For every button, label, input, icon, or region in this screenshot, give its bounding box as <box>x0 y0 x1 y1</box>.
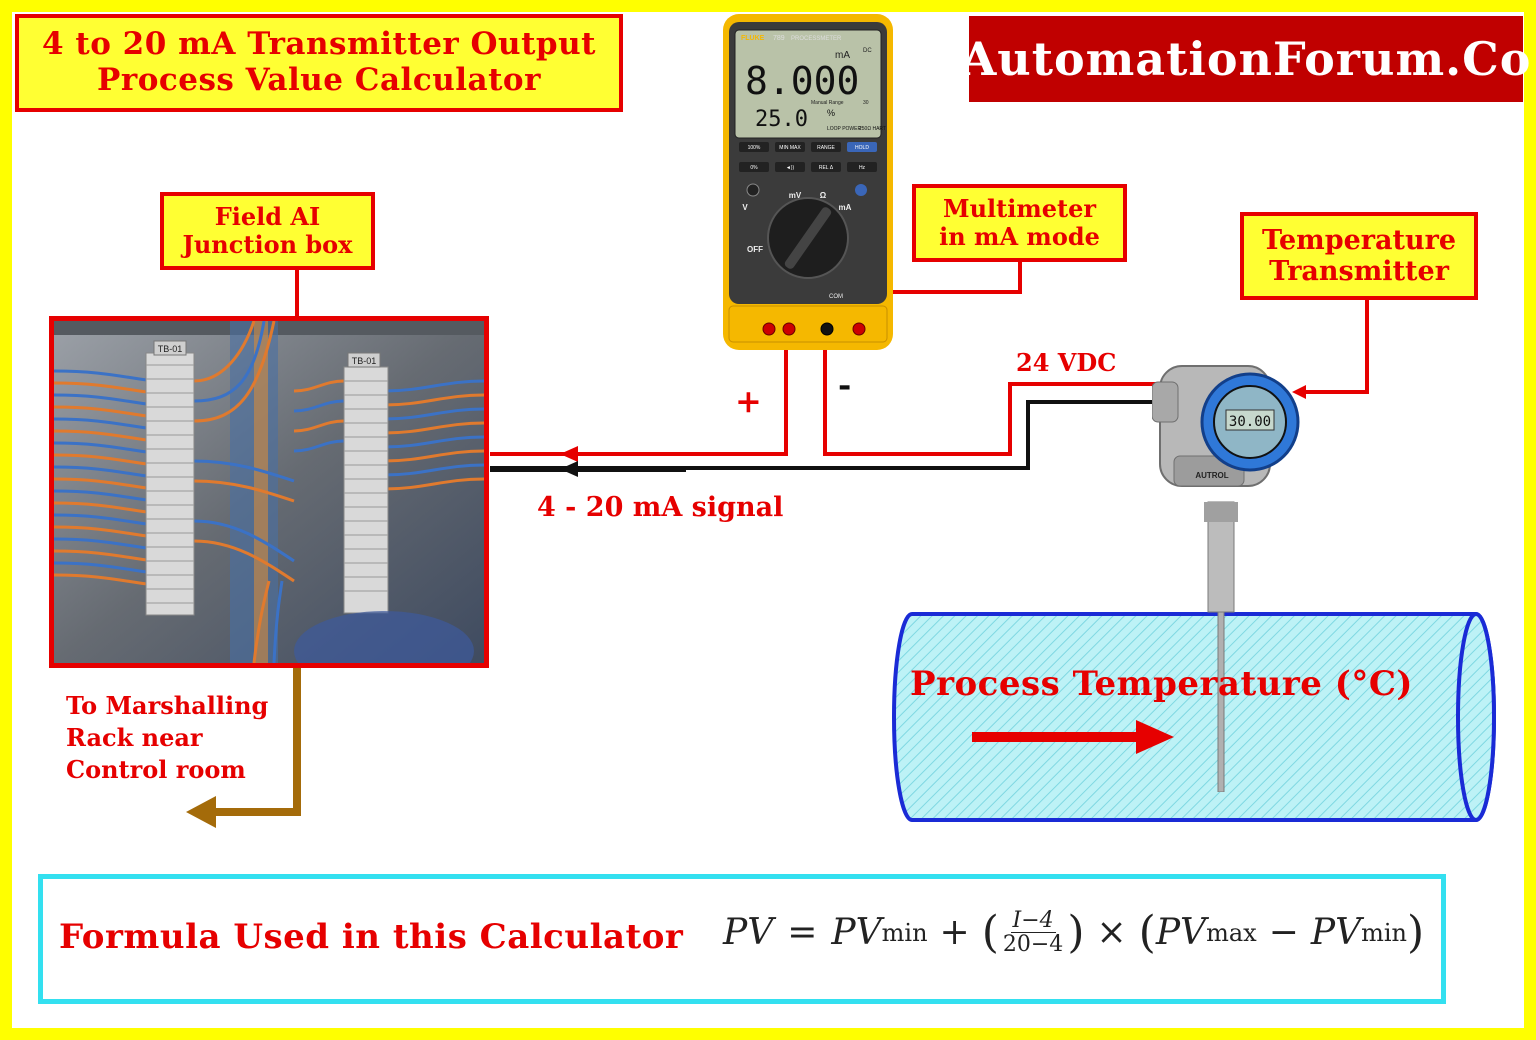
meter-model: 789 <box>773 35 785 42</box>
signal-label: 4 - 20 mA signal <box>537 492 784 523</box>
marshalling-label: To Marshalling Rack near Control room <box>66 690 268 786</box>
page-title: 4 to 20 mA Transmitter Output Process Va… <box>15 14 623 112</box>
return-wire-arrowhead <box>560 461 578 477</box>
btn-100: 100% <box>748 145 761 151</box>
transmitter-leader <box>1300 300 1369 394</box>
multimeter-label: Multimeter in mA mode <box>912 184 1127 262</box>
transmitter-display: 30.00 <box>1229 414 1271 430</box>
formula-equals: = <box>787 912 818 953</box>
formula-fraction: I−4 20−4 <box>1003 909 1063 956</box>
minus-wire <box>823 334 1160 456</box>
supply-label: 24 VDC <box>1016 348 1117 377</box>
transmitter-label-line-2: Transmitter <box>1269 256 1449 287</box>
multimeter: FLUKE 789 PROCESSMETER mA DC 8.000 Manua… <box>723 14 893 350</box>
marshalling-line-3: Control room <box>66 754 246 784</box>
meter-reading: 8.000 <box>745 59 859 103</box>
formula-denominator: 20−4 <box>1002 932 1064 957</box>
meter-range-text: Manual Range <box>811 100 844 106</box>
meter-hart: 250Ω HART <box>859 126 886 132</box>
junction-box-label: Field AI Junction box <box>160 192 375 270</box>
meter-range-value: 30 <box>863 100 869 106</box>
meter-loop-power: LOOP POWER <box>827 126 861 132</box>
formula-times: × <box>1096 912 1127 953</box>
formula-min-sub-2: min <box>1361 918 1407 947</box>
formula-label: Formula Used in this Calculator <box>59 917 684 957</box>
formula-paren-open-2: ( <box>1138 907 1156 958</box>
minus-label: - <box>838 366 852 404</box>
marshalling-line-1: To Marshalling <box>66 691 269 720</box>
btn-rel: REL Δ <box>819 165 834 171</box>
meter-percent-unit: % <box>827 108 835 118</box>
formula-min-sub: min <box>881 918 928 947</box>
meter-mode: DC <box>863 48 872 54</box>
plus-wire <box>490 334 788 456</box>
temperature-transmitter: 30.00 AUTROL <box>1151 352 1302 793</box>
return-wire <box>490 400 1160 470</box>
formula-numerator: I−4 <box>1010 907 1056 933</box>
plus-wire-arrowhead <box>560 446 578 462</box>
btn-hz: Hz <box>859 165 866 171</box>
brand-banner: AutomationForum.Co <box>961 16 1530 102</box>
terminal-tag-2: TB-01 <box>352 356 377 366</box>
process-pipe <box>892 610 1496 824</box>
formula-paren-close-2: ) <box>1406 907 1425 958</box>
formula-pv: PV <box>723 912 774 953</box>
meter-brand: FLUKE <box>741 35 765 42</box>
btn-minmax: MIN MAX <box>779 145 801 151</box>
formula-plus: + <box>939 912 970 953</box>
formula-pvmax: PV <box>1155 912 1207 953</box>
junction-box-label-line-2: Junction box <box>182 230 353 259</box>
transmitter-label-line-1: Temperature <box>1261 224 1457 256</box>
meter-model-text: PROCESSMETER <box>791 36 842 42</box>
multimeter-leader <box>884 262 1022 294</box>
dial-ohm: Ω <box>820 191 827 200</box>
dial-mv: mV <box>789 191 802 200</box>
title-line-2: Process Value Calculator <box>97 62 541 98</box>
dial-v: V <box>742 203 748 212</box>
formula-paren-open: ( <box>981 907 999 958</box>
multimeter-label-line-2: in mA mode <box>939 222 1100 251</box>
marshalling-line-2: Rack near <box>66 722 203 752</box>
meter-com-label: COM <box>829 294 843 300</box>
dial-ma: mA <box>839 203 852 212</box>
btn-beep: ◄)) <box>786 165 795 171</box>
btn-hold: HOLD <box>855 145 869 151</box>
formula-pvmin: PV <box>831 912 882 953</box>
junction-box-photo: TB-01 TB-01 <box>49 316 489 668</box>
formula-paren-close: ) <box>1067 907 1085 958</box>
title-line-1: 4 to 20 mA Transmitter Output <box>42 26 596 63</box>
marshalling-arrowhead <box>186 796 216 828</box>
dial-off: OFF <box>747 245 763 254</box>
plus-label: + <box>735 382 762 420</box>
formula-max-sub: max <box>1206 918 1257 947</box>
formula-minus: − <box>1268 912 1299 953</box>
multimeter-label-line-1: Multimeter <box>943 194 1096 224</box>
process-temperature-label: Process Temperature (°C) <box>910 664 1414 704</box>
meter-percent: 25.0 <box>755 107 808 132</box>
btn-0: 0% <box>750 165 758 171</box>
terminal-tag-1: TB-01 <box>158 344 183 354</box>
transmitter-leader-arrowhead <box>1292 385 1306 399</box>
transmitter-brand: AUTROL <box>1195 471 1228 480</box>
transmitter-label: Temperature Transmitter <box>1240 212 1478 300</box>
junction-box-label-line-1: Field AI <box>214 202 321 232</box>
btn-range: RANGE <box>817 145 835 151</box>
formula-pvmin-2: PV <box>1310 912 1362 953</box>
meter-unit: mA <box>835 50 850 61</box>
marshalling-arrow <box>210 668 301 816</box>
